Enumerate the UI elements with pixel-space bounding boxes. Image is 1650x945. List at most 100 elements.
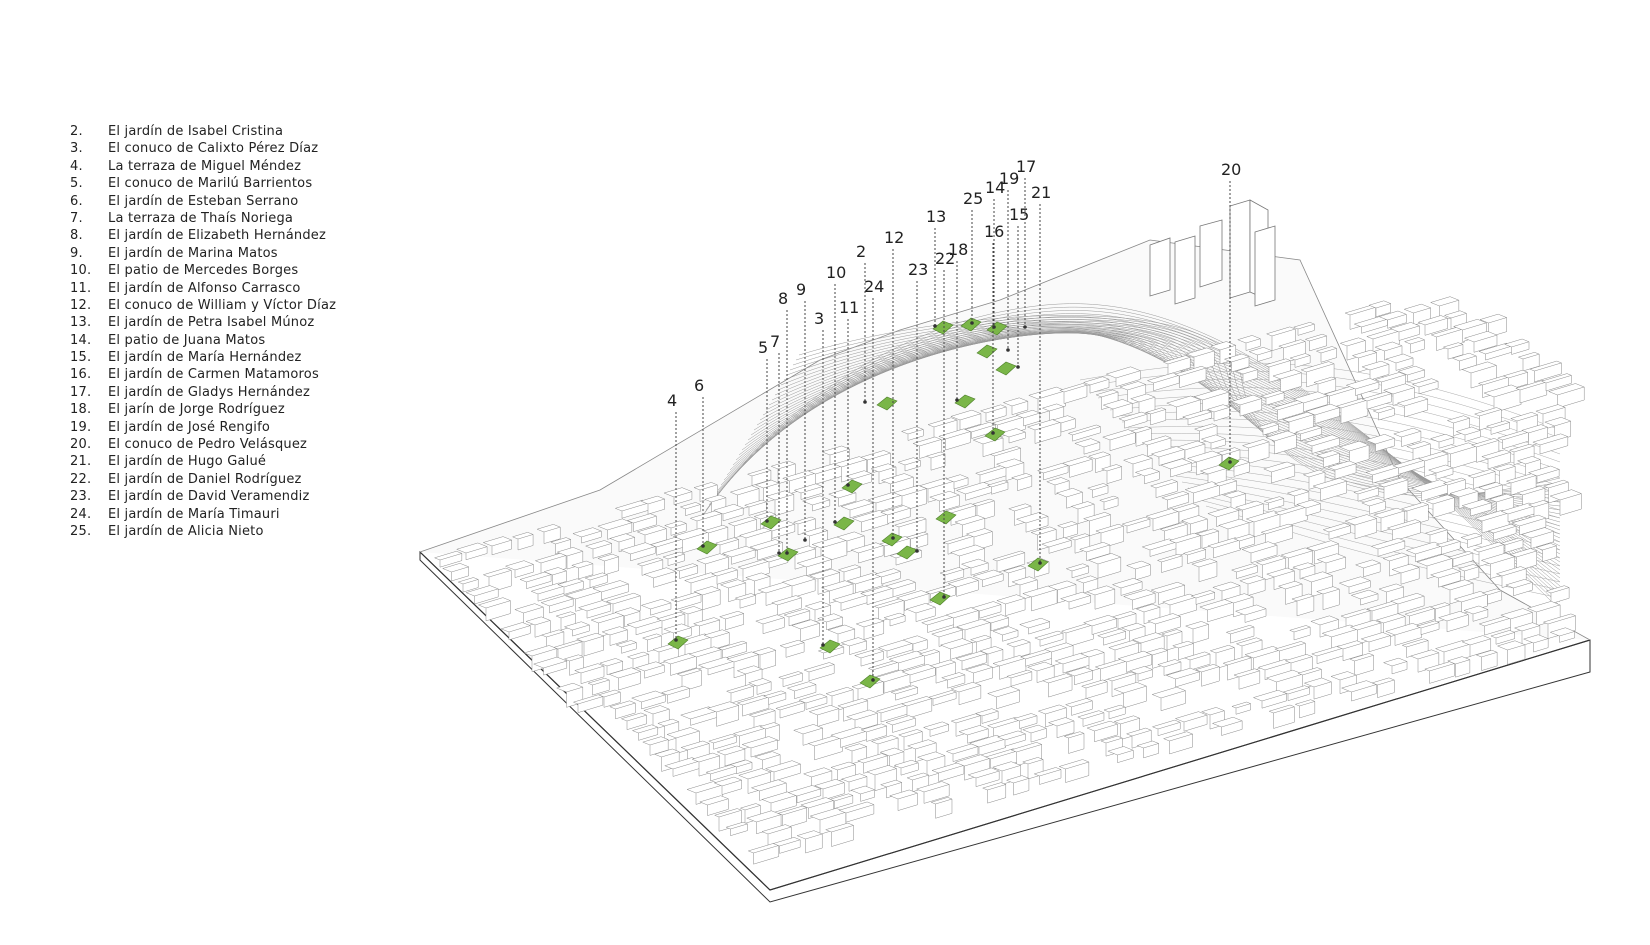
building-block (1087, 483, 1109, 498)
legend-label: El conuco de William y Víctor Díaz (108, 297, 337, 313)
callout-label: 6 (694, 376, 704, 395)
building-block (1233, 534, 1255, 549)
legend-number: 15. (70, 350, 92, 366)
building-block (996, 594, 1026, 617)
tower-buildings (1149, 199, 1276, 307)
building-block (1033, 767, 1062, 785)
building-block (1022, 724, 1047, 743)
building-block (1185, 347, 1215, 373)
building-block (915, 781, 950, 804)
building-block (1393, 427, 1422, 447)
building-block (1441, 442, 1477, 470)
callout-anchor-dot (1023, 325, 1027, 329)
building-block (1225, 625, 1255, 644)
building-block (1260, 390, 1285, 406)
building-block (1545, 585, 1570, 604)
building-block (1304, 333, 1327, 352)
building-block (777, 805, 807, 829)
garden-plot (833, 516, 855, 531)
callout-label: 5 (758, 338, 768, 357)
callout-anchor-dot (991, 431, 995, 435)
callout-label: 12 (884, 228, 904, 247)
building-block (1134, 467, 1160, 485)
callout-anchor-dot (785, 551, 789, 555)
callout-15: 15 (1009, 205, 1029, 369)
legend-item-4: 4.La terraza de Miguel Méndez (70, 158, 336, 175)
legend-item-20: 20.El conuco de Pedro Velásquez (70, 436, 336, 453)
building-block (1064, 698, 1093, 716)
building-block (1100, 464, 1122, 485)
building-block (1046, 477, 1070, 495)
building-block (743, 499, 767, 516)
building-block (1478, 482, 1503, 501)
garden-plot (976, 344, 998, 359)
building-block (982, 614, 1009, 632)
legend-label: El jardín de Esteban Serrano (108, 193, 299, 209)
building-block (986, 686, 1020, 710)
building-block (717, 640, 747, 660)
building-block (592, 580, 629, 601)
building-block (824, 822, 854, 847)
callout-22: 22 (935, 249, 955, 599)
building-block (630, 690, 666, 710)
building-block (1223, 353, 1250, 373)
contour-line (1169, 469, 1561, 551)
building-block (947, 576, 979, 597)
legend-item-8: 8.El jardín de Elizabeth Hernández (70, 227, 336, 244)
garden-plot (777, 547, 799, 562)
callout-anchor-dot (863, 400, 867, 404)
building-block (803, 662, 835, 682)
legend-label: El conuco de Marilú Barrientos (108, 176, 313, 192)
legend-number: 2. (70, 124, 83, 139)
legend-item-7: 7.La terraza de Thaís Noriega (70, 210, 336, 227)
callout-24: 24 (864, 277, 884, 682)
building-block (1442, 342, 1464, 360)
building-block (536, 524, 561, 544)
garden-plot (1218, 456, 1240, 471)
building-block (1500, 537, 1524, 553)
building-block (1294, 699, 1316, 719)
building-block (772, 837, 801, 854)
building-block (1061, 456, 1093, 478)
building-block (663, 487, 693, 506)
building-block (1235, 366, 1259, 383)
building-block (699, 795, 729, 816)
building-block (1172, 640, 1194, 661)
garden-plot (954, 394, 976, 409)
building-block (1121, 516, 1151, 534)
legend-number: 13. (70, 315, 92, 331)
building-block (1086, 585, 1116, 610)
callout-label: 11 (839, 298, 859, 317)
callout-label: 2 (856, 242, 866, 261)
building-block (749, 539, 783, 561)
building-block (587, 677, 610, 696)
building-block (713, 776, 742, 795)
legend-label: El jardín de Alfonso Carrasco (108, 280, 301, 296)
building-block (1511, 514, 1547, 536)
building-block (597, 689, 621, 708)
building-block (1305, 403, 1340, 424)
building-block (1257, 422, 1279, 436)
building-block (845, 709, 878, 732)
legend-label: El jardín de Gladys Hernández (108, 384, 310, 400)
building-block (1005, 775, 1030, 796)
building-block (1263, 496, 1285, 511)
building-block (1385, 353, 1414, 371)
building-block (1475, 649, 1498, 671)
legend-item-10: 10.El patio de Mercedes Borges (70, 262, 336, 279)
building-block (1463, 331, 1498, 353)
building-block (840, 499, 874, 519)
building-block (1059, 383, 1088, 404)
building-block (1549, 489, 1582, 516)
building-block (853, 648, 884, 667)
callout-17: 17 (1016, 157, 1036, 329)
contour-line (1193, 493, 1561, 583)
building-block (1019, 617, 1050, 635)
building-block (779, 639, 805, 658)
legend-label: La terraza de Thaís Noriega (108, 210, 294, 226)
callout-8: 8 (778, 289, 789, 555)
building-block (511, 532, 534, 551)
building-block (1241, 439, 1270, 464)
building-block (1303, 677, 1332, 700)
building-block (746, 468, 772, 486)
